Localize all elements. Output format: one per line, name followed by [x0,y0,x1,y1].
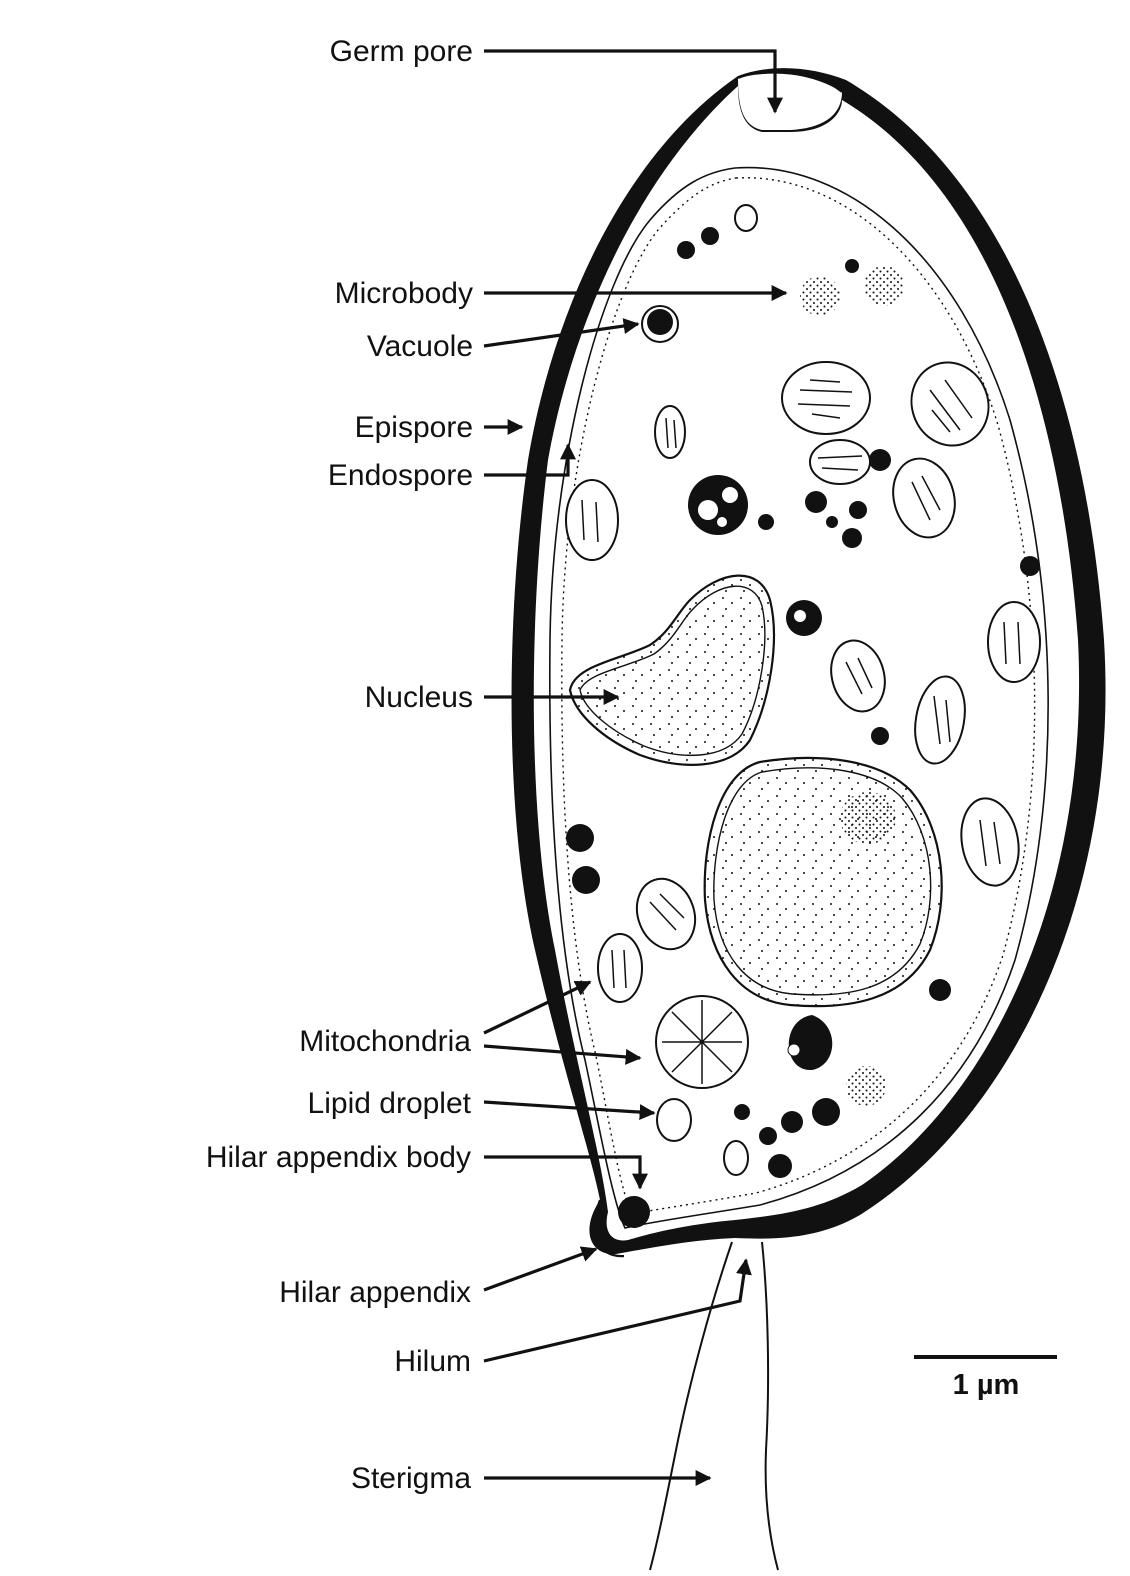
microbody-second [864,266,904,306]
germ-pore-rim [737,69,843,93]
mitochondria [565,361,1041,1089]
microbody-third [846,1066,886,1106]
lipid-droplets [656,204,758,1176]
label-germ-pore: Germ pore [330,35,473,68]
label-microbody: Microbody [335,277,473,310]
nucleus [568,574,775,766]
nucleolus [840,792,896,844]
label-mitochondria: Mitochondria [299,1025,471,1058]
endospore-layer [549,166,1049,1229]
germ-pore [738,73,842,130]
label-endospore: Endospore [328,459,473,492]
vacuole-large [688,475,833,1071]
scale-bar: 1 µm [914,1355,1057,1401]
sterigma [649,1241,733,1571]
leader-arrows [483,49,788,1486]
label-hilar-appendix-body: Hilar appendix body [206,1141,471,1174]
hilar-appendix-body [618,1196,650,1228]
label-nucleus: Nucleus [365,681,473,714]
label-hilar-appendix: Hilar appendix [279,1276,471,1309]
scale-bar-label: 1 µm [953,1369,1020,1401]
sterigma-right-wall [761,1241,779,1571]
dark-granules [566,227,1040,1178]
label-hilum: Hilum [394,1345,471,1378]
hilar-appendix [593,1199,625,1258]
label-vacuole: Vacuole [367,330,473,363]
microbody [800,276,840,316]
label-sterigma: Sterigma [351,1462,471,1495]
label-epispore: Epispore [355,411,473,444]
label-lipid-droplet: Lipid droplet [308,1087,472,1120]
